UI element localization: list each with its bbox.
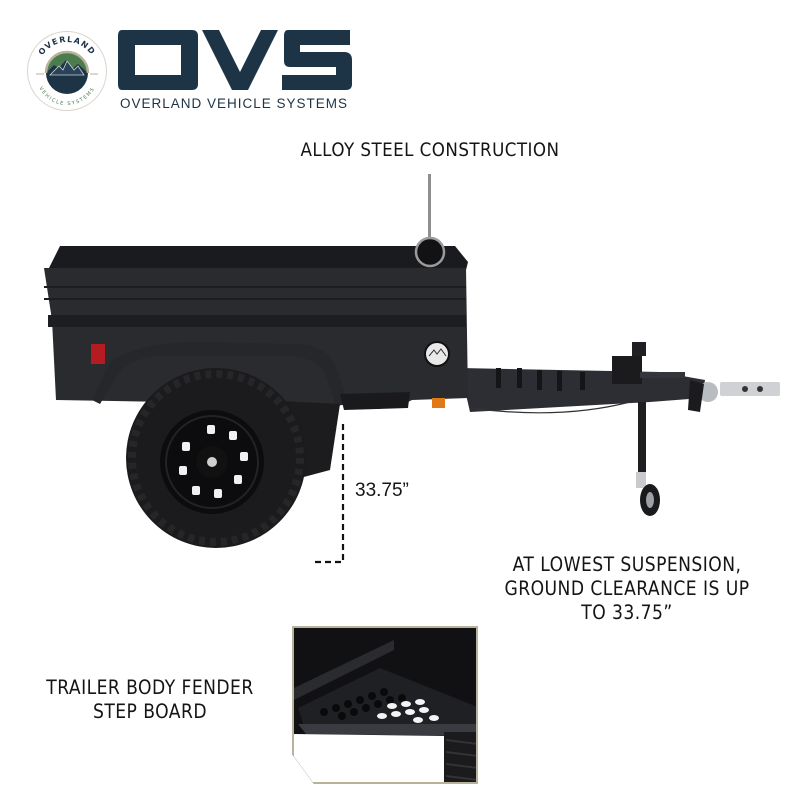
clearance-line-1: AT LOWEST SUSPENSION,: [512, 553, 742, 576]
ovs-letters-icon: [118, 30, 352, 90]
step-board-label: TRAILER BODY FENDER STEP BOARD: [36, 676, 265, 724]
trailer-wheel: [126, 368, 306, 548]
brand-logo: OVERLAND VEHICLE SYSTEMS: [26, 30, 108, 112]
step-line-2: STEP BOARD: [93, 699, 207, 723]
clearance-measurement: 33.75”: [355, 480, 409, 501]
trailer-tongue: [460, 342, 780, 516]
clearance-line-2: GROUND CLEARANCE IS UP: [504, 576, 750, 600]
ovs-wordmark: [118, 28, 354, 96]
ground-clearance-label: AT LOWEST SUSPENSION, GROUND CLEARANCE I…: [482, 553, 772, 624]
alloy-callout-line: [428, 174, 431, 238]
step-board-detail-icon: [294, 628, 478, 784]
trailer-illustration: [44, 236, 780, 564]
clearance-line-3: TO 33.75”: [581, 600, 673, 624]
brand-subtitle: OVERLAND VEHICLE SYSTEMS: [120, 96, 349, 111]
trailer-body: [44, 236, 468, 410]
step-line-1: TRAILER BODY FENDER: [46, 676, 254, 699]
alloy-steel-label: ALLOY STEEL CONSTRUCTION: [300, 139, 560, 161]
overland-badge-icon: OVERLAND VEHICLE SYSTEMS: [27, 31, 107, 111]
step-board-inset-photo: [292, 626, 478, 784]
